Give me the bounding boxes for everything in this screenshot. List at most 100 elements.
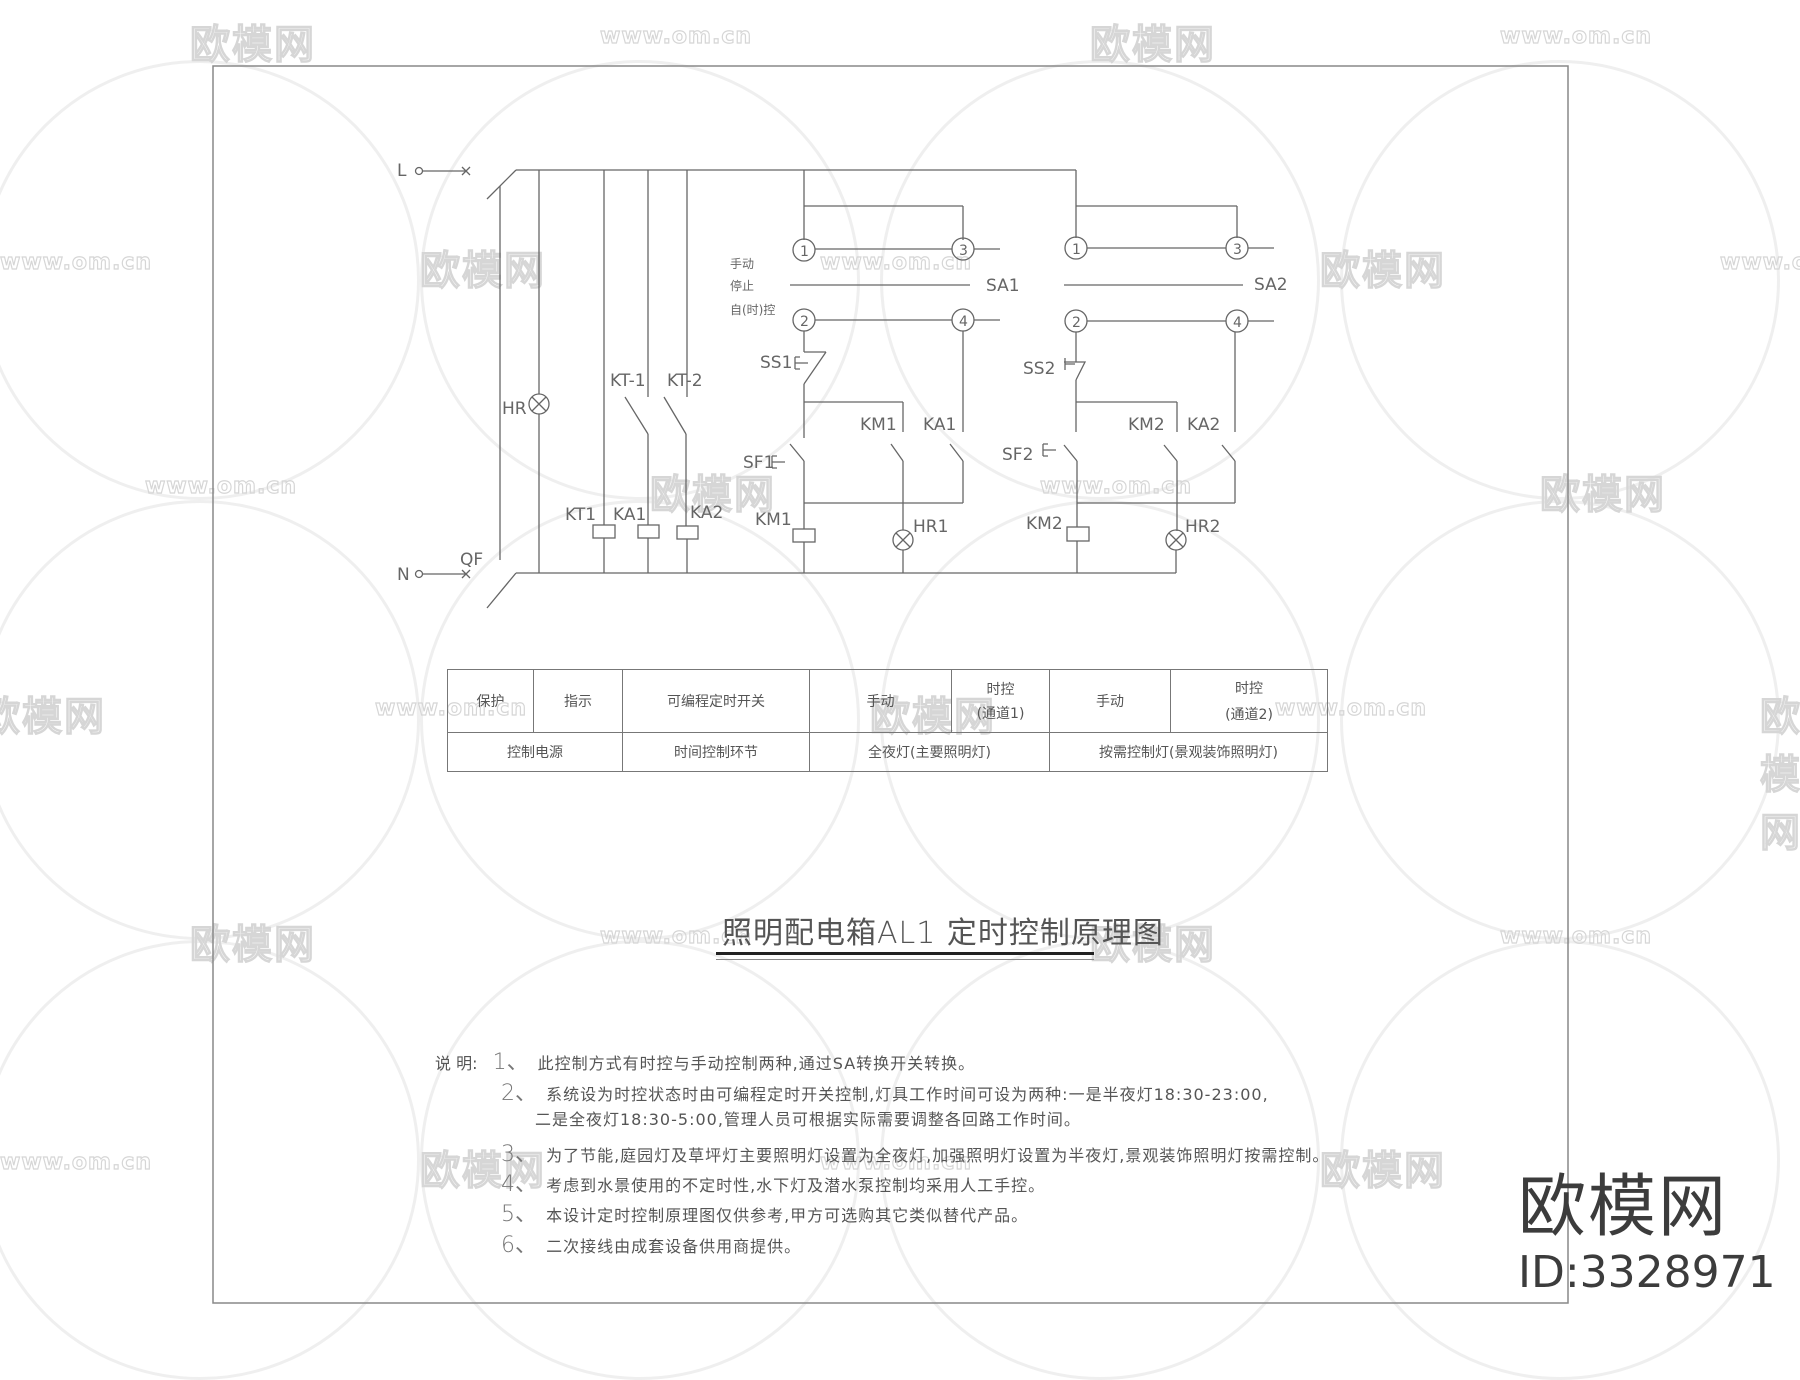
note-number: 5、 [501, 1202, 537, 1227]
drawing-frame [212, 65, 1569, 1304]
label-hr2: HR2 [1185, 517, 1220, 537]
label-sa2-t4: 4 [1233, 315, 1242, 331]
label-sa1-t1: 1 [800, 244, 809, 260]
brand-id: ID:3328971 [1518, 1247, 1776, 1298]
cell-control-power: 控制电源 [447, 732, 623, 772]
label-ka2-contact: KA2 [1187, 415, 1220, 435]
note-text: 系统设为时控状态时由可编程定时开关控制,灯具工作时间可设为两种:一是半夜灯18:… [546, 1085, 1269, 1104]
watermark-url: www.om.cn [0, 1149, 153, 1175]
watermark-url: www.om.cn [144, 473, 298, 499]
label-l: L [397, 161, 407, 181]
cell-timed-2-channel: (通道2) [1225, 707, 1273, 723]
note-number: 2、 [501, 1081, 537, 1106]
note-text: 二次接线由成套设备供用商提供。 [546, 1237, 802, 1256]
label-sf2: SF2 [1002, 445, 1033, 465]
mode-stop: 停止 [730, 278, 754, 293]
watermark-url: www.om.cn [1719, 249, 1800, 275]
watermark-arc [1340, 500, 1780, 940]
watermark-logo: 欧模网 [649, 471, 776, 518]
cell-manual-1: 手动 [809, 669, 952, 733]
note-text: 考虑到水景使用的不定时性,水下灯及潜水泵控制均采用人工手控。 [546, 1176, 1046, 1195]
label-km2-coil: KM2 [1026, 514, 1063, 534]
watermark-url: www.om.cn [599, 923, 753, 949]
label-kt-1: KT-1 [610, 371, 646, 391]
label-hr: HR [502, 399, 527, 419]
cell-timed-2-label: 时控 [1235, 681, 1263, 697]
label-km1-contact: KM1 [860, 415, 897, 435]
note-text: 二是全夜灯18:30-5:00,管理人员可根据实际需要调整各回路工作时间。 [535, 1110, 1081, 1129]
watermark-url: www.om.cn [1039, 473, 1193, 499]
coil-kt1 [592, 524, 616, 539]
watermark-logo: 欧模网 [1089, 921, 1216, 968]
watermark-logo: 欧模网 [419, 1147, 546, 1194]
note-text: 本设计定时控制原理图仅供参考,甲方可选购其它类似替代产品。 [546, 1206, 1029, 1225]
label-sa1-t3: 3 [959, 243, 968, 259]
cell-time-control: 时间控制环节 [622, 732, 810, 772]
drawing-title: 照明配电箱AL1 定时控制原理图 [722, 916, 1164, 951]
label-ka1-contact: KA1 [923, 415, 956, 435]
notes-heading: 说 明: [435, 1054, 478, 1073]
watermark-logo: 欧模网 [1539, 471, 1666, 518]
watermark-url: www.om.cn [599, 23, 753, 49]
watermark-logo: 欧模网 [1759, 693, 1800, 856]
cell-timer-switch: 可编程定时开关 [622, 669, 810, 733]
watermark-url: www.om.cn [0, 249, 153, 275]
label-sa1-t2: 2 [800, 314, 809, 330]
mode-manual: 手动 [730, 257, 754, 271]
watermark-url: www.om.cn [1499, 23, 1653, 49]
coil-km2 [1066, 526, 1090, 542]
label-ka1-coil: KA1 [613, 505, 646, 525]
cell-manual-2: 手动 [1049, 669, 1171, 733]
label-hr1: HR1 [913, 517, 948, 537]
label-ss1: SS1 [760, 353, 792, 373]
brand-name: 欧模网 [1518, 1168, 1729, 1247]
watermark-logo: 欧模网 [189, 21, 316, 68]
cell-timed-1-channel: (通道1) [976, 706, 1025, 722]
coil-ka2 [676, 525, 699, 540]
cell-protection: 保护 [447, 669, 534, 733]
label-sa2-t2: 2 [1072, 315, 1081, 331]
watermark-arc [880, 60, 1320, 500]
cell-all-night-light: 全夜灯(主要照明灯) [809, 732, 1050, 772]
coil-km1 [792, 528, 816, 543]
watermark-logo: 欧模网 [0, 693, 106, 740]
label-km1-coil: KM1 [755, 510, 792, 530]
schematic: L N QF HR KT-1 KT-2 KT1 KA1 KA2 1 3 2 4 … [212, 65, 1569, 1304]
coil-ka1 [637, 524, 660, 539]
note-text: 为了节能,庭园灯及草坪灯主要照明灯设置为全夜灯,加强照明灯设置为半夜灯,景观装饰… [546, 1146, 1330, 1165]
brand-watermark: 欧模网 ID:3328971 [1518, 1168, 1776, 1298]
label-kt-2: KT-2 [667, 371, 703, 391]
label-sa1-t4: 4 [959, 314, 968, 330]
label-sa2-t1: 1 [1072, 242, 1081, 258]
label-n: N [397, 565, 410, 585]
watermark-logo: 欧模网 [1089, 21, 1216, 68]
cell-timed-1-label: 时控 [986, 682, 1015, 698]
label-ka2-coil: KA2 [690, 503, 723, 523]
sa1-terminal-1 [792, 238, 816, 262]
watermark-url: www.om.cn [819, 249, 973, 275]
mode-auto: 自(时)控 [730, 303, 775, 317]
label-sa2: SA2 [1254, 275, 1288, 295]
cell-timed-2: 时控 (通道2) [1170, 669, 1328, 733]
title-underline-thick [716, 952, 1094, 955]
watermark-arc [1340, 60, 1780, 500]
cell-indicator: 指示 [533, 669, 623, 733]
watermark-url: www.om.cn [1499, 923, 1653, 949]
watermark-logo: 欧模网 [189, 921, 316, 968]
label-sa2-t3: 3 [1233, 242, 1242, 258]
label-qf: QF [460, 550, 483, 570]
label-kt1-coil: KT1 [565, 505, 596, 525]
label-sf1: SF1 [743, 453, 774, 473]
watermark-logo: 欧模网 [1319, 247, 1446, 294]
watermark-logo: 欧模网 [1319, 1147, 1446, 1194]
watermark-logo: 欧模网 [419, 247, 546, 294]
cell-on-demand-light: 按需控制灯(景观装饰照明灯) [1049, 732, 1328, 772]
watermark-arc [420, 60, 860, 500]
note-text: 此控制方式有时控与手动控制两种,通过SA转换开关转换。 [537, 1054, 976, 1073]
note-number: 4、 [501, 1172, 537, 1197]
label-sa1: SA1 [986, 276, 1020, 296]
cell-timed-1: 时控 (通道1) [951, 669, 1050, 733]
label-km2-contact: KM2 [1128, 415, 1165, 435]
label-ss2: SS2 [1023, 359, 1055, 379]
watermark-arc [0, 500, 420, 940]
